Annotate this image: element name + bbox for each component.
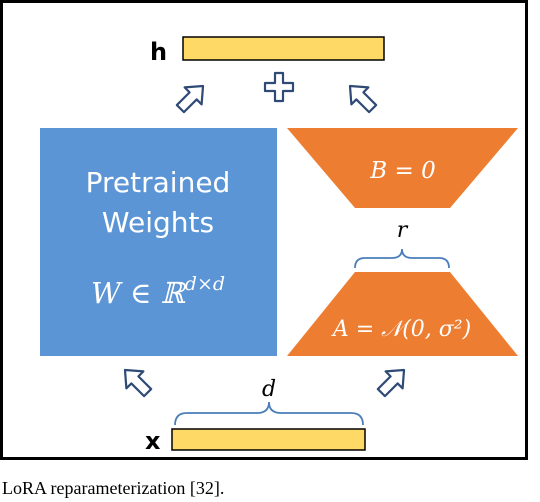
dim-brace — [174, 401, 364, 426]
input-label: x — [145, 427, 161, 455]
matrix-a-label: A = 𝒩(0, σ²) — [331, 317, 471, 342]
pretrained-weights-block — [40, 128, 277, 356]
plus-icon — [263, 71, 295, 103]
output-label: h — [150, 38, 167, 66]
up-right-arrow-icon — [123, 368, 153, 398]
rank-label: r — [397, 218, 409, 243]
dim-label: d — [262, 377, 276, 402]
pretrained-title-line1: Pretrained — [86, 166, 231, 199]
matrix-a-block — [287, 272, 518, 356]
figure-caption: LoRA reparameterization [32]. — [2, 478, 225, 498]
output-vector — [182, 36, 385, 61]
up-right-arrow-icon — [175, 84, 205, 114]
matrix-b-label: B = 0 — [369, 158, 435, 184]
pretrained-formula-sup: d×d — [185, 273, 225, 295]
pretrained-formula: W ∈ ℝd×d — [91, 273, 225, 310]
up-left-arrow-icon — [348, 84, 378, 114]
up-right-arrow-icon — [376, 368, 406, 398]
pretrained-formula-base: W ∈ ℝ — [91, 276, 187, 310]
matrix-b-block — [287, 128, 518, 208]
pretrained-title-line2: Weights — [102, 206, 214, 239]
input-vector — [171, 428, 366, 451]
rank-brace — [354, 248, 450, 269]
